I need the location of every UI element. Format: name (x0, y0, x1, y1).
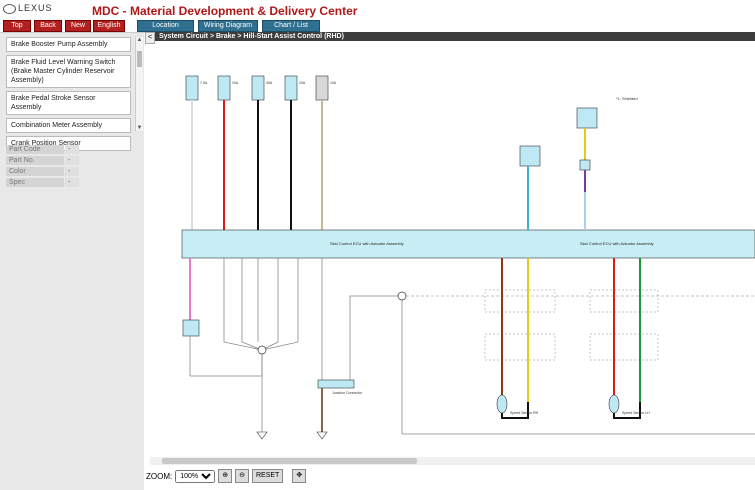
part-specs: Part Code- Part No.- Color- Spec- (6, 145, 79, 189)
tab-location[interactable]: Location (137, 20, 194, 32)
zoom-label: ZOOM: (146, 471, 173, 481)
scroll-down-icon[interactable]: ▼ (136, 125, 143, 131)
spec-label: Part Code (6, 145, 64, 154)
header: LEXUS MDC - Material Development & Deliv… (0, 0, 755, 33)
pan-tool-icon[interactable]: ✥ (292, 469, 307, 483)
sensor-label: Speed Sensor LH (622, 411, 650, 415)
reset-button[interactable]: RESET (251, 469, 284, 483)
zoom-out-icon[interactable]: ⊖ (235, 469, 249, 483)
fuse-block: 7.5A 20A 30A 20A 10A (185, 75, 337, 101)
zoom-toolbar: ZOOM: 100% ⊕ ⊖ RESET ✥ (146, 469, 307, 483)
fuse-label: 30A (266, 81, 273, 85)
tab-chart-list[interactable]: Chart / List (262, 20, 320, 32)
scroll-up-icon[interactable]: ▲ (136, 37, 143, 43)
ecu-label: Skid Control ECU with Actuator Assembly (330, 241, 404, 246)
spec-label: Color (6, 167, 64, 176)
diagram-scrollbar[interactable] (150, 457, 755, 465)
zoom-in-icon[interactable]: ⊕ (218, 469, 233, 483)
scroll-thumb[interactable] (137, 51, 142, 67)
breadcrumb: System Circuit > Brake > Hill-Start Assi… (155, 32, 755, 41)
app-title: MDC - Material Development & Delivery Ce… (92, 4, 358, 18)
spec-value: - (65, 178, 79, 187)
wiring-diagram[interactable]: 7.5A 20A 30A 20A 10A Skid Control ECU wi… (150, 42, 755, 458)
fuse-label: 20A (232, 81, 239, 85)
ecu-label: Skid Control ECU with Actuator Assembly (580, 241, 654, 246)
scroll-thumb[interactable] (162, 458, 417, 464)
list-item[interactable]: Combination Meter Assembly (6, 118, 131, 133)
sensor-label: Speed Sensor RH (510, 411, 539, 415)
spec-row: Part Code- (6, 145, 79, 154)
zoom-select[interactable]: 100% (175, 469, 216, 483)
fuse-label: 10A (330, 81, 337, 85)
spec-row: Color- (6, 167, 79, 176)
english-button[interactable]: English (93, 20, 125, 32)
spec-label: Spec (6, 178, 64, 187)
fuse-label: 7.5A (200, 81, 208, 85)
component-list: Brake Booster Pump Assembly Brake Fluid … (6, 37, 131, 154)
spec-row: Part No.- (6, 156, 79, 165)
list-item[interactable]: Brake Booster Pump Assembly (6, 37, 131, 52)
spec-row: Spec- (6, 178, 79, 187)
list-scrollbar[interactable]: ▲ ▼ (135, 37, 143, 131)
tab-wiring-diagram[interactable]: Wiring Diagram (198, 20, 258, 32)
spec-label: Part No. (6, 156, 64, 165)
chevron-left-icon: < (147, 34, 153, 41)
list-item[interactable]: Brake Fluid Level Warning Switch (Brake … (6, 55, 131, 88)
logo-icon (3, 3, 16, 14)
junction-label: Junction Connector (332, 391, 363, 395)
brand-logo[interactable]: LEXUS (3, 3, 53, 14)
new-button[interactable]: New (65, 20, 91, 32)
list-item[interactable]: Brake Pedal Stroke Sensor Assembly (6, 91, 131, 115)
sidebar: Brake Booster Pump Assembly Brake Fluid … (0, 33, 144, 490)
collapse-sidebar-button[interactable]: < (145, 32, 155, 44)
fuse-label: 20A (299, 81, 306, 85)
back-button[interactable]: Back (34, 20, 62, 32)
spec-value: - (65, 145, 79, 154)
ecu-block (181, 229, 755, 259)
top-button[interactable]: Top (3, 20, 31, 32)
legend-text: *1: Shielded (616, 96, 638, 101)
spec-value: - (65, 156, 79, 165)
spec-value: - (65, 167, 79, 176)
